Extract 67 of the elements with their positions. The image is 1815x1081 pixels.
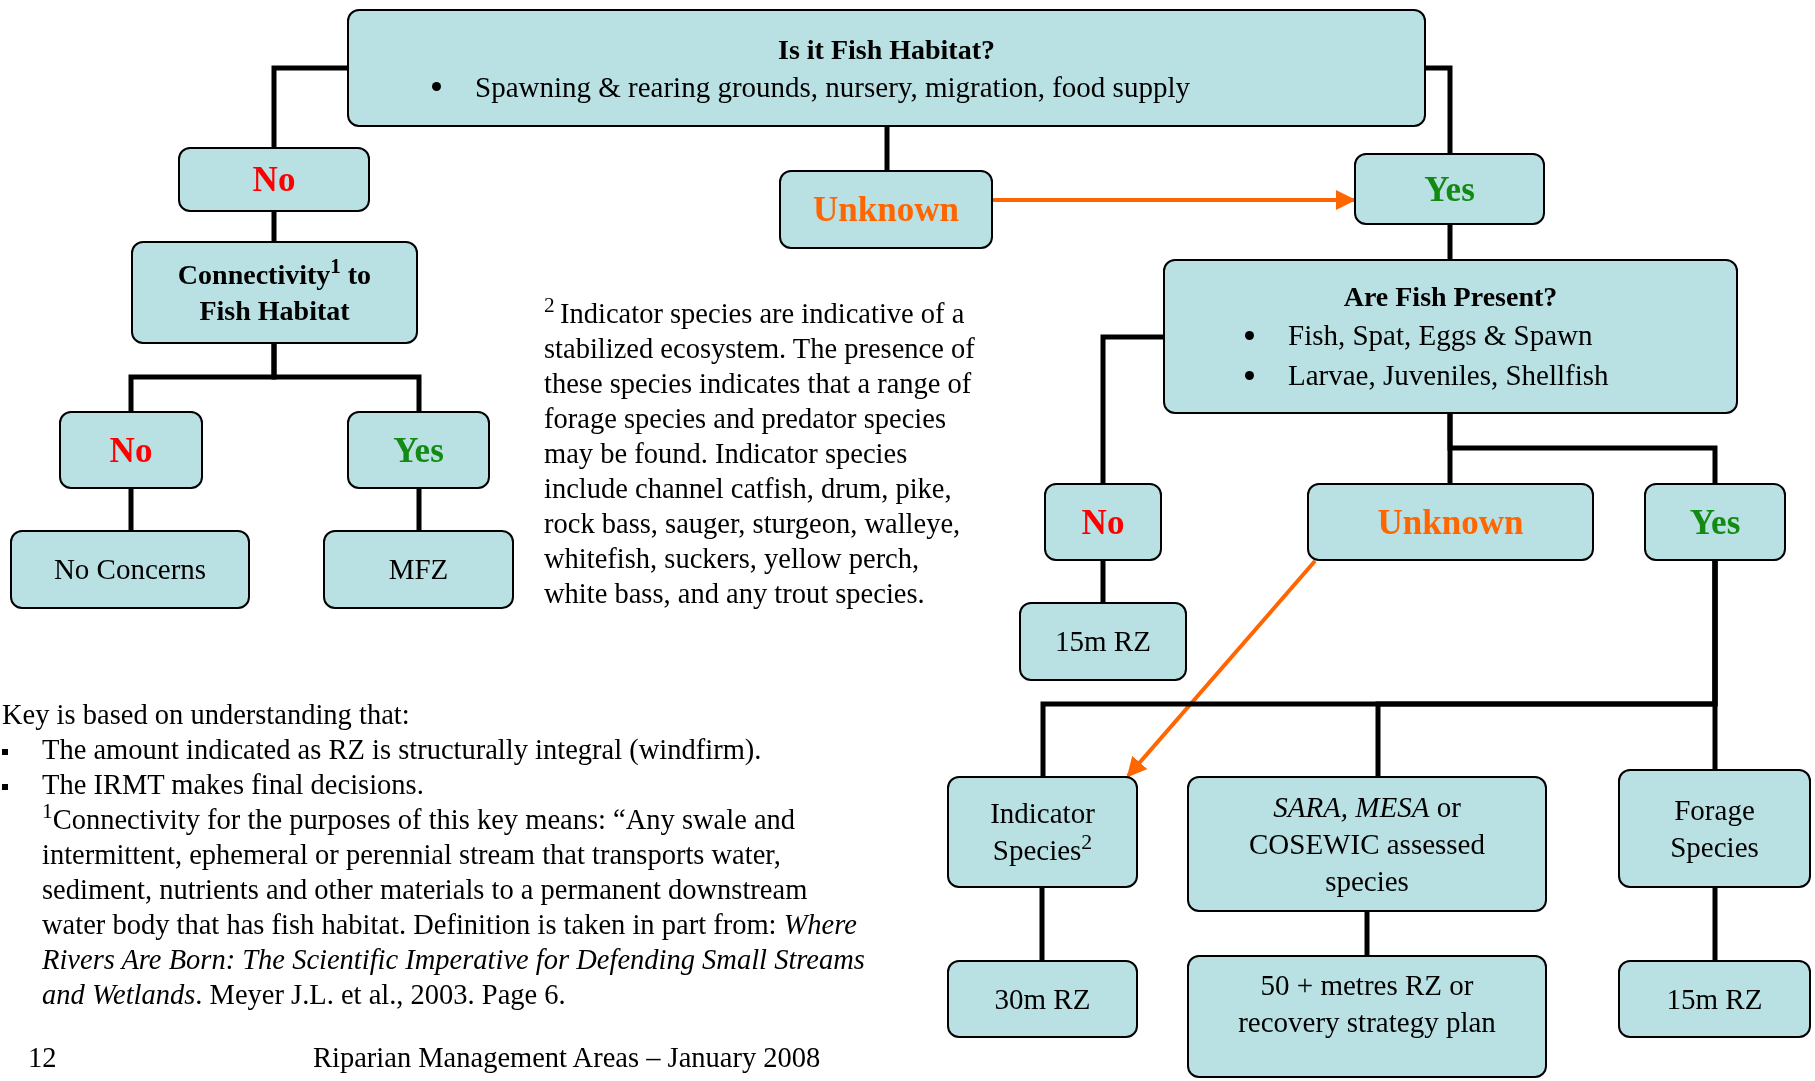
answer-box xyxy=(1307,483,1594,561)
outcome-box xyxy=(1187,955,1547,1078)
question-heading: Is it Fish Habitat? xyxy=(778,32,995,67)
answer-label: Yes xyxy=(393,431,444,469)
connector-line xyxy=(1712,888,1718,960)
outcome-label: 30m RZ xyxy=(994,981,1091,1017)
answer-box xyxy=(178,147,370,212)
connector-line xyxy=(416,489,422,530)
connector-line xyxy=(271,212,277,241)
bullet-text: Fish, Spat, Eggs & Spawn xyxy=(1288,318,1593,353)
outcome-label: 15m RZ xyxy=(1055,624,1151,659)
outcome-label: 15m RZ xyxy=(1666,981,1763,1017)
answer-box xyxy=(1354,153,1545,225)
outcome-box xyxy=(947,776,1138,888)
outcome-label: SARA, MESA or COSEWIC assessed species xyxy=(1248,789,1486,899)
connector-line xyxy=(884,127,890,170)
outcome-label: Connectivity$^{1}$ to Fish Habitat xyxy=(176,256,373,328)
outcome-box xyxy=(1187,776,1547,912)
bullet-text: Spawning & rearing grounds, nursery, migration, food supply xyxy=(475,69,1190,105)
outcome-label: MFZ xyxy=(388,552,449,587)
outcome-box xyxy=(1019,602,1187,681)
answer-box xyxy=(779,170,993,249)
outcome-box xyxy=(323,530,514,609)
connector-line xyxy=(1712,561,1718,769)
footnote-text: $^{1}$Connectivity for the purposes of this key means: “Any swale and intermittent, ephemeral or perennial stream that transports water, sediment, nutrients and other materials to a permanent downstream water body that has fish habitat. Definition is taken in part from: Where Rivers Are Born: The Scientific Imperative for Defending Small Streams and Wetlands. Meyer J.L. et al., 2003. Page 6. xyxy=(42,802,866,1012)
outcome-label: Forage Species xyxy=(1669,792,1760,865)
connector-line xyxy=(271,344,422,411)
answer-label: Yes xyxy=(1689,503,1741,541)
answer-label: Unknown xyxy=(813,191,959,228)
outcome-box xyxy=(1618,960,1811,1038)
connector-line xyxy=(1447,225,1453,259)
answer-box xyxy=(59,411,203,489)
question-box xyxy=(1163,259,1738,414)
answer-box xyxy=(347,411,490,489)
bullet-text: Larvae, Juveniles, Shellfish xyxy=(1288,358,1609,393)
connector-line xyxy=(1426,65,1453,153)
bullet-text: The amount indicated as RZ is structurally integral (windfirm). xyxy=(42,733,763,767)
outcome-label: 50 + metres RZ or recovery strategy plan xyxy=(1237,968,1497,1040)
outcome-box xyxy=(947,960,1138,1038)
connector-line xyxy=(1447,414,1718,483)
footnote-text: $^{2}$ Indicator species are indicative of a stabilized ecosystem. The presence of these species indicates that a range of forage species and predator species may be found. Indicator species include channel catfish, drum, pike, rock bass, sauger, sturgeon, walleye, whitefish, suckers, yellow perch, white bass, and any trout species. xyxy=(544,296,976,611)
connector-line xyxy=(1100,334,1163,483)
answer-label: No xyxy=(1081,503,1125,541)
outcome-label: Indicator Species$^{2}$ xyxy=(989,796,1096,868)
answer-box xyxy=(1044,483,1162,561)
answer-box xyxy=(1644,483,1786,561)
connector-line xyxy=(1039,888,1045,960)
answer-label: Yes xyxy=(1424,170,1475,208)
outcome-box xyxy=(10,530,250,609)
outcome-box xyxy=(131,241,418,344)
answer-label: No xyxy=(252,161,296,198)
answer-label: No xyxy=(109,431,153,469)
note-text: Key is based on understanding that: xyxy=(2,698,411,732)
question-box xyxy=(347,9,1426,127)
answer-label: Unknown xyxy=(1377,503,1524,541)
outcome-box xyxy=(1618,769,1811,888)
arrow xyxy=(993,190,1356,210)
page-footer: 12 xyxy=(28,1040,88,1075)
connector-line xyxy=(1364,912,1370,955)
question-heading: Are Fish Present? xyxy=(1343,280,1558,314)
connector-line xyxy=(128,489,134,530)
connector-line xyxy=(271,65,347,147)
outcome-label: No Concerns xyxy=(53,552,207,587)
page-footer: Riparian Management Areas – January 2008 xyxy=(313,1040,913,1075)
arrow xyxy=(1126,559,1317,778)
connector-line xyxy=(1100,561,1106,602)
bullet-text: The IRMT makes final decisions. xyxy=(42,768,425,802)
